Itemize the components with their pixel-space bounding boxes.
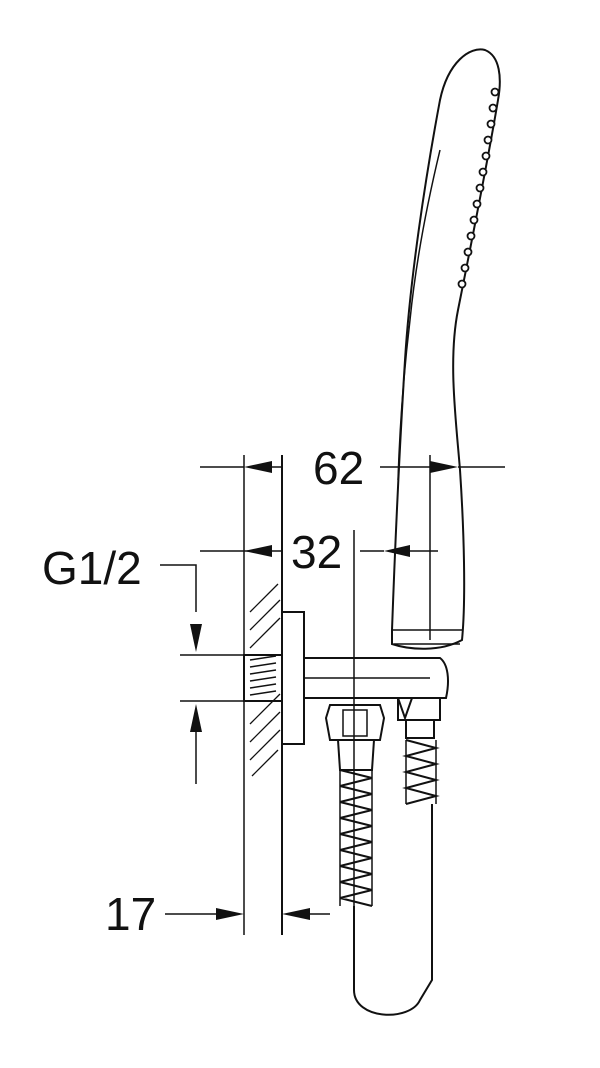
dimension-thread: G1/2 — [42, 542, 244, 784]
hand-shower-outline — [391, 48, 501, 650]
holder-arm — [304, 657, 449, 722]
threaded-connector — [243, 654, 283, 702]
dimension-32: 32 — [200, 526, 438, 940]
connector-thread-lines — [249, 655, 277, 696]
hose-right-ferrule — [405, 719, 435, 739]
dimension-17-label: 17 — [105, 888, 156, 940]
dimension-62: 62 — [200, 442, 505, 494]
hose-left-coil — [339, 769, 373, 907]
spray-nozzles — [457, 87, 500, 289]
hose-assembly — [324, 704, 440, 1016]
hose-loop — [353, 804, 433, 1016]
thread-label: G1/2 — [42, 542, 142, 594]
hose-nut — [324, 704, 386, 741]
wall-section — [243, 455, 283, 935]
hose-ferrule — [336, 739, 376, 771]
wall-outlet — [243, 611, 449, 745]
dimension-62-label: 62 — [313, 442, 364, 494]
hose-nut-inner — [342, 709, 368, 737]
wall-hatching — [249, 583, 281, 777]
hand-shower — [391, 48, 501, 650]
dimension-17: 17 — [105, 888, 330, 940]
hose-right-coil — [402, 739, 440, 805]
dimension-32-label: 32 — [291, 526, 342, 578]
hand-shower-inner-edge — [397, 149, 441, 481]
wall-flange — [281, 611, 305, 745]
